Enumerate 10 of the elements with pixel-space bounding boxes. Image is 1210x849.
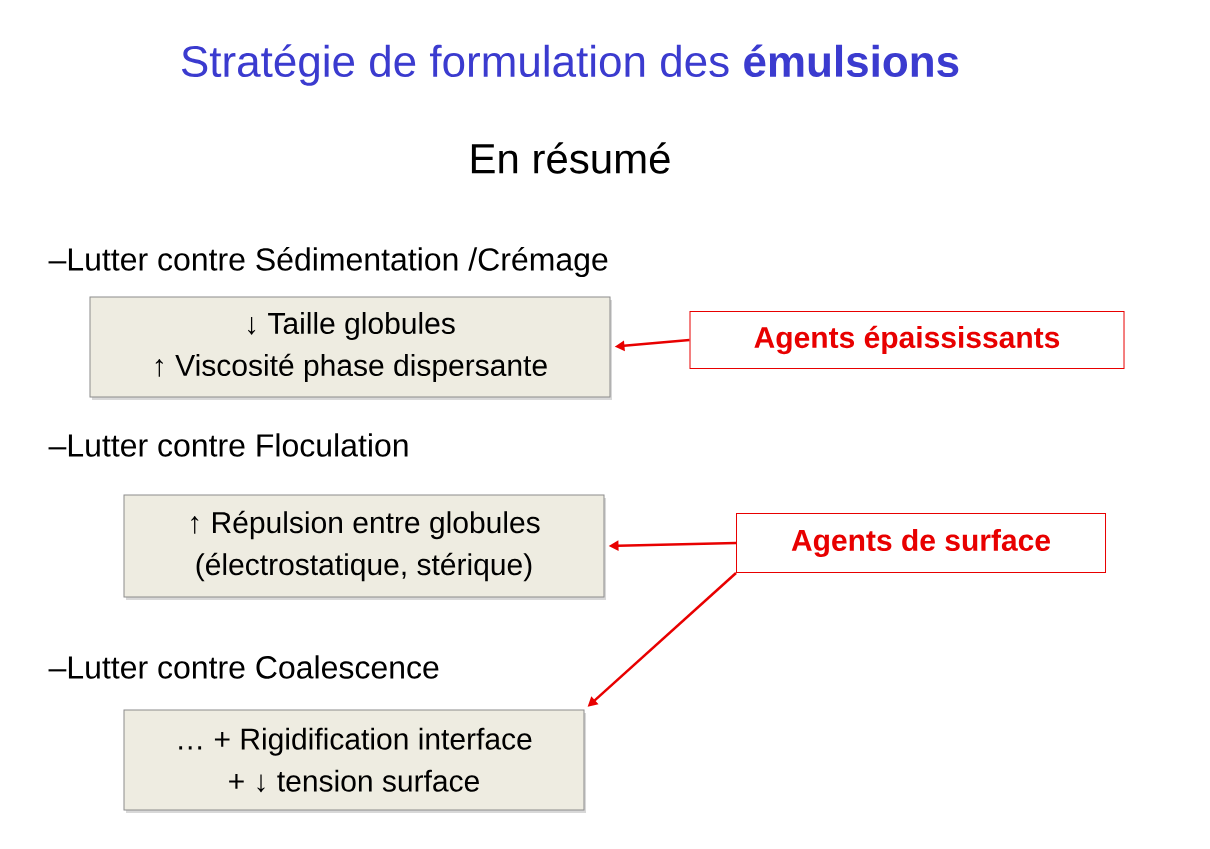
section-heading: –Lutter contre Sédimentation /Crémage [48,246,608,278]
subtitle: En résumé [471,142,670,174]
section-heading: –Lutter contre Coalescence [48,655,439,679]
section-heading: –Lutter contre Floculation [48,433,408,457]
title: Stratégie de formulation des émulsions [181,44,959,86]
label-box: Agents de surface [736,513,1106,573]
text-box: … + Rigidification interface + ↓ tension surface [123,709,586,813]
text-box: ↑ Répulsion entre globules (électrostatique, stérique) [123,494,606,600]
text-box: ↓ Taille globules ↑ Viscosité phase dispersante [89,296,612,400]
label-box: Agents épaississants [689,311,1125,369]
